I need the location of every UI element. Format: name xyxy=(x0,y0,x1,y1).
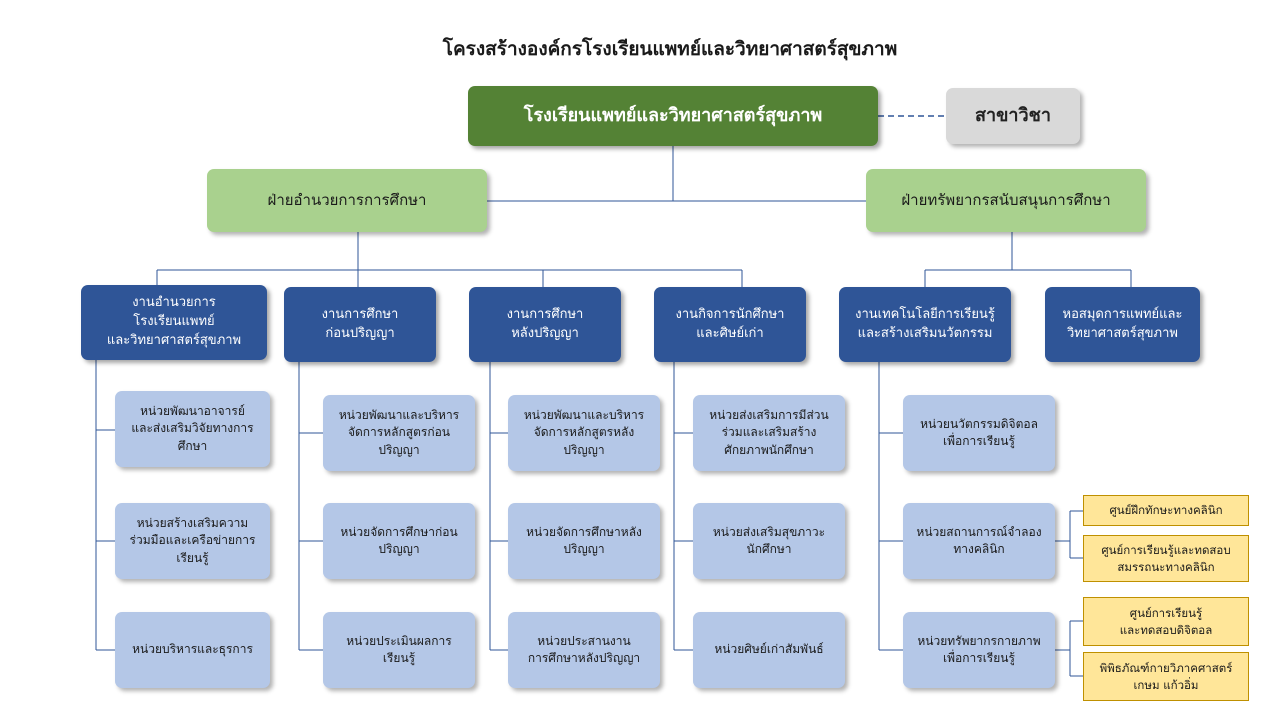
unit-node: หน่วยนวัตกรรมดิจิตอล เพื่อการเรียนรู้ xyxy=(903,395,1055,471)
branch-node: สาขาวิชา xyxy=(946,88,1080,144)
department-node: งานกิจการนักศึกษา และศิษย์เก่า xyxy=(654,287,806,362)
unit-node: หน่วยทรัพยากรกายภาพ เพื่อการเรียนรู้ xyxy=(903,612,1055,688)
department-node: งานเทคโนโลยีการเรียนรู้ และสร้างเสริมนวั… xyxy=(839,287,1011,362)
unit-node: หน่วยศิษย์เก่าสัมพันธ์ xyxy=(693,612,845,688)
division-support-resources: ฝ่ายทรัพยากรสนับสนุนการศึกษา xyxy=(866,169,1146,232)
department-node: งานอำนวยการ โรงเรียนแพทย์ และวิทยาศาสตร์… xyxy=(81,285,267,360)
unit-node: หน่วยประเมินผลการ เรียนรู้ xyxy=(323,612,475,688)
unit-node: หน่วยประสานงาน การศึกษาหลังปริญญา xyxy=(508,612,660,688)
department-node: งานการศึกษา ก่อนปริญญา xyxy=(284,287,436,362)
unit-node: หน่วยส่งเสริมการมีส่วน ร่วมและเสริมสร้าง… xyxy=(693,395,845,471)
division-education-admin: ฝ่ายอำนวยการการศึกษา xyxy=(207,169,487,232)
unit-node: หน่วยพัฒนาและบริหาร จัดการหลักสูตรหลัง ป… xyxy=(508,395,660,471)
unit-node: หน่วยส่งเสริมสุขภาวะ นักศึกษา xyxy=(693,503,845,579)
root-node: โรงเรียนแพทย์และวิทยาศาสตร์สุขภาพ xyxy=(468,86,878,146)
unit-node: หน่วยจัดการศึกษาก่อน ปริญญา xyxy=(323,503,475,579)
department-node: หอสมุดการแพทย์และ วิทยาศาสตร์สุขภาพ xyxy=(1045,287,1200,362)
unit-node: หน่วยบริหารและธุรการ xyxy=(115,612,270,688)
unit-node: หน่วยพัฒนาและบริหาร จัดการหลักสูตรก่อน ป… xyxy=(323,395,475,471)
unit-node: หน่วยสร้างเสริมความ ร่วมมือและเครือข่ายก… xyxy=(115,503,270,579)
unit-node: หน่วยจัดการศึกษาหลัง ปริญญา xyxy=(508,503,660,579)
connector-lines xyxy=(95,115,1132,677)
unit-node: หน่วยสถานการณ์จำลอง ทางคลินิก xyxy=(903,503,1055,579)
unit-node: หน่วยพัฒนาอาจารย์ และส่งเสริมวิจัยทางการ… xyxy=(115,391,270,467)
center-node: ศูนย์ฝึกทักษะทางคลินิก xyxy=(1083,495,1249,526)
center-node: ศูนย์การเรียนรู้ และทดสอบดิจิตอล xyxy=(1083,597,1249,646)
center-node: ศูนย์การเรียนรู้และทดสอบ สมรรถนะทางคลินิ… xyxy=(1083,535,1249,582)
chart-title: โครงสร้างองค์กรโรงเรียนแพทย์และวิทยาศาสต… xyxy=(442,38,898,60)
department-node: งานการศึกษา หลังปริญญา xyxy=(469,287,621,362)
center-node: พิพิธภัณฑ์กายวิภาคศาสตร์ เกษม แก้วอิ่ม xyxy=(1083,652,1249,701)
